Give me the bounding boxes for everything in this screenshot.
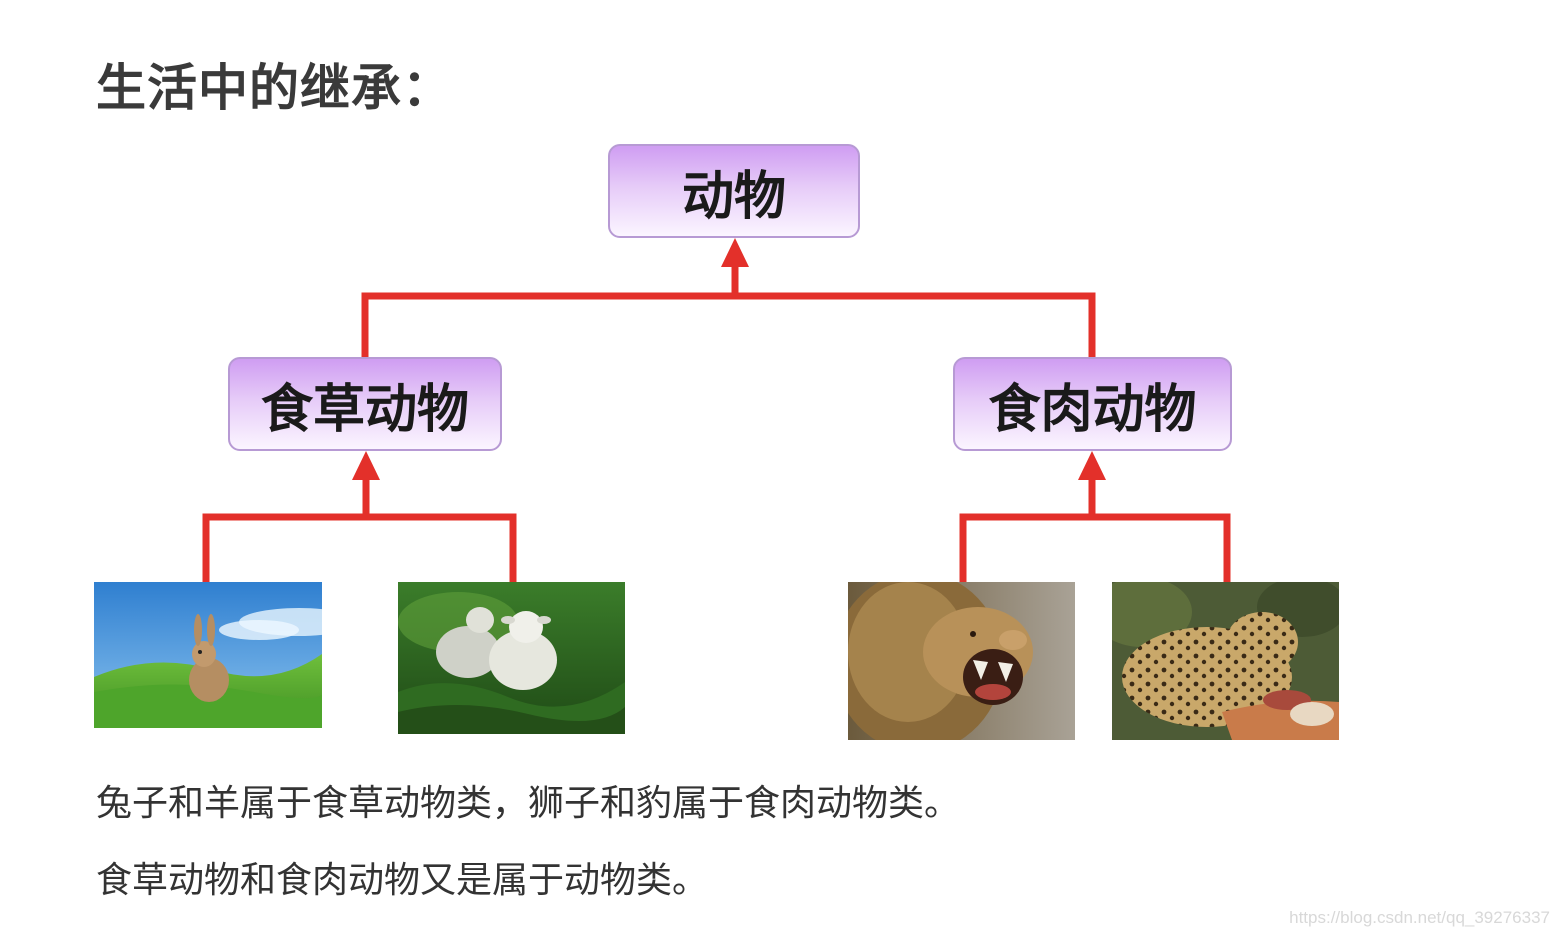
node-carnivore: 食肉动物: [953, 357, 1232, 451]
arrowhead-carnivore: [1078, 451, 1106, 480]
sheep-photo: [398, 582, 625, 734]
watermark: https://blog.csdn.net/qq_39276337: [1289, 908, 1550, 927]
page-title: 生活中的继承：: [96, 59, 453, 117]
leopard-photo: [1112, 582, 1339, 740]
node-carnivore-label: 食肉动物: [988, 379, 1197, 440]
node-herbivore: 食草动物: [228, 357, 502, 451]
rabbit-photo: [94, 582, 322, 728]
arrowhead-animal: [721, 238, 749, 267]
arrowhead-herbivore: [352, 451, 380, 480]
connector-carnivore-to-animal: [731, 292, 1096, 361]
caption-superclass: 食草动物和食肉动物又是属于动物类。: [96, 860, 709, 901]
connector-lion-to-carnivore: [959, 471, 1096, 586]
connector-sheep-to-herbivore: [362, 513, 517, 586]
lion-photo: [848, 582, 1075, 740]
caption-classification: 兔子和羊属于食草动物类，狮子和豹属于食肉动物类。: [96, 783, 961, 824]
connector-rabbit-to-herbivore: [202, 471, 370, 586]
node-animal: 动物: [608, 144, 860, 238]
node-animal-label: 动物: [681, 166, 786, 227]
connector-leopard-to-carnivore: [1088, 513, 1231, 586]
connector-herbivore-to-animal: [361, 258, 739, 361]
node-herbivore-label: 食草动物: [260, 379, 469, 440]
